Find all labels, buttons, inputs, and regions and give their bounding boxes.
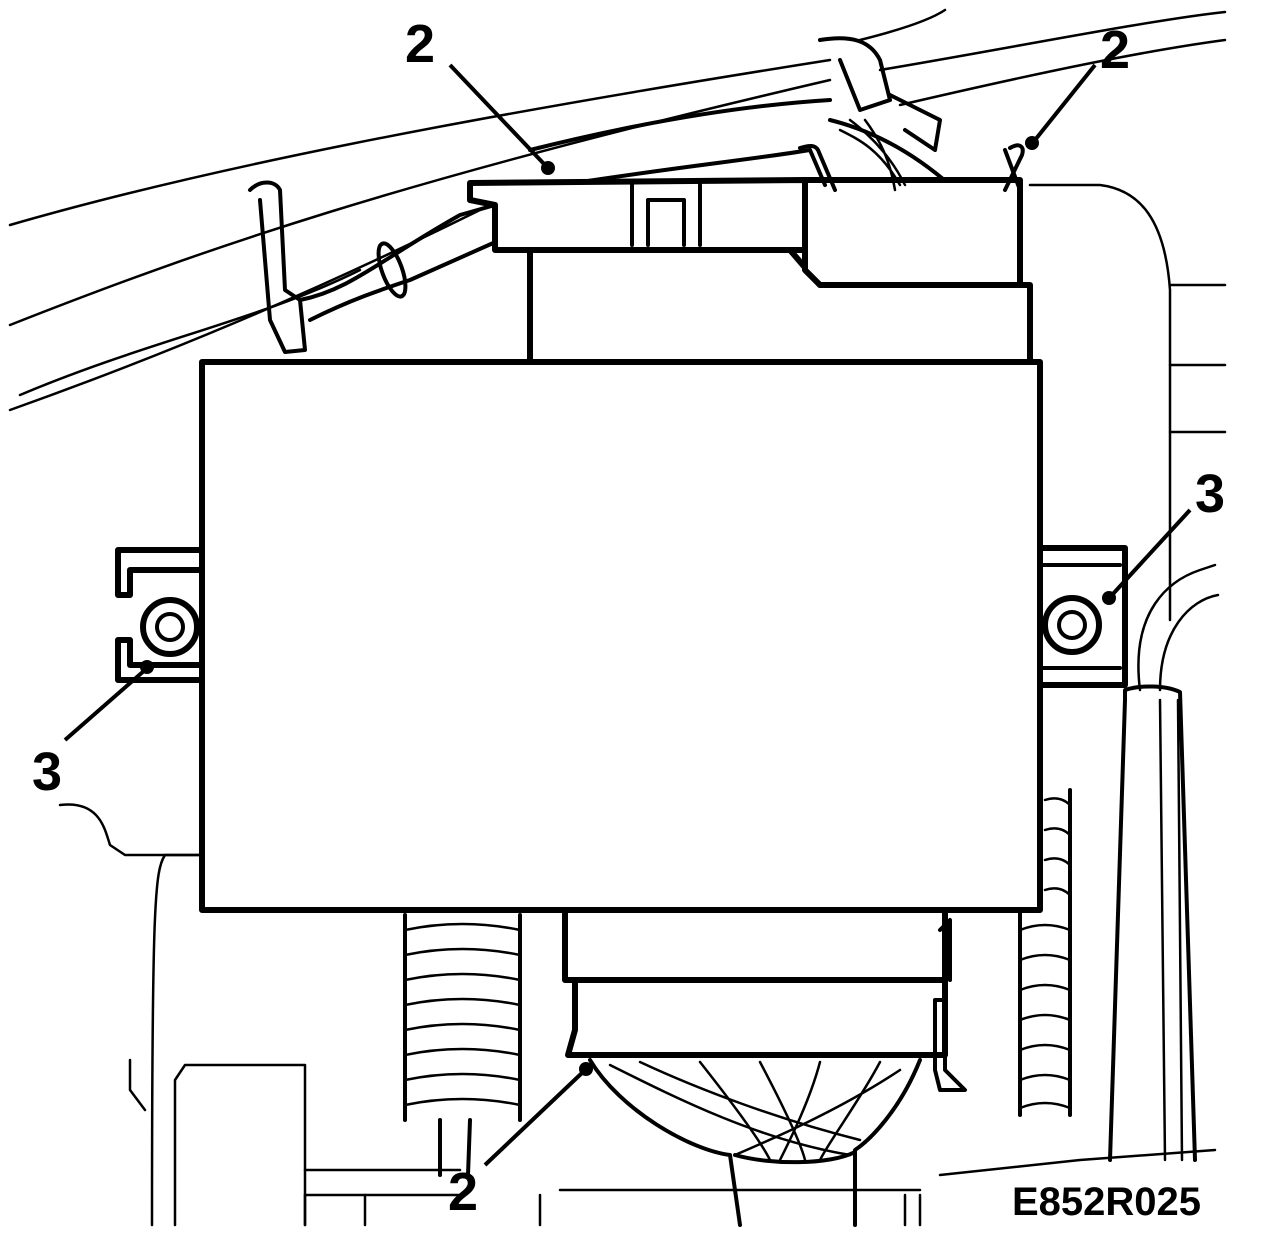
- wiring-harness-top: [8, 8, 1227, 412]
- callout-2-bottom: 2: [448, 1162, 478, 1222]
- body-structure-bottom: [58, 803, 1217, 1227]
- wiring-harness-right: [1028, 183, 1227, 1162]
- figure-id: E852R025: [1012, 1180, 1201, 1224]
- top-connector-right: [798, 118, 1025, 288]
- branch-wire-left: [298, 203, 502, 322]
- callout-3-right: 3: [1195, 464, 1225, 524]
- callout-3-left: 3: [32, 742, 62, 802]
- bottom-connector: [562, 907, 967, 1092]
- corrugated-conduit-right: [1018, 788, 1072, 1117]
- callout-2-top: 2: [405, 14, 435, 74]
- control-module: [199, 359, 1043, 913]
- leader-lines: [63, 63, 1192, 1167]
- mounting-bracket-left: [115, 547, 205, 683]
- mounting-bracket-right: [1037, 545, 1128, 688]
- cable-tie: [248, 180, 307, 354]
- wire-bundle-bottom: [588, 1058, 922, 1227]
- callout-2-top-right: 2: [1100, 20, 1130, 80]
- corrugated-conduit-left: [403, 913, 522, 1177]
